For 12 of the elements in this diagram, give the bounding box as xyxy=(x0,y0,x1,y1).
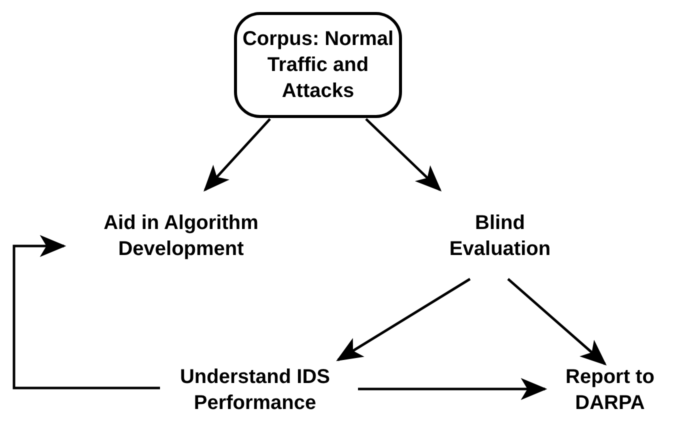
arrow xyxy=(358,378,548,400)
arrow xyxy=(336,278,471,362)
arrow xyxy=(204,118,271,192)
node-label: Report to DARPA xyxy=(564,365,656,416)
node-label: Understand IDS Performance xyxy=(178,365,332,416)
rounded-box xyxy=(234,12,402,118)
arrow xyxy=(365,118,442,192)
arrow xyxy=(507,278,607,366)
node-label: Blind Evaluation xyxy=(448,211,552,262)
box-text: Corpus: Normal Traffic and Attacks xyxy=(241,27,395,104)
arrow xyxy=(12,235,160,390)
node-label: Aid in Algorithm Development xyxy=(102,211,260,262)
